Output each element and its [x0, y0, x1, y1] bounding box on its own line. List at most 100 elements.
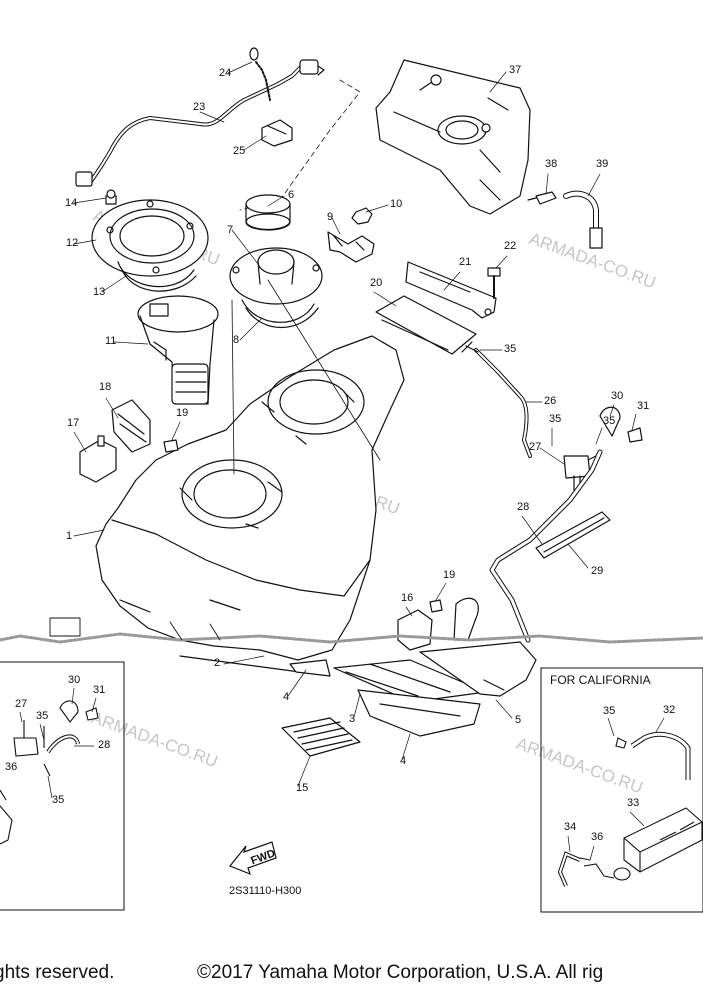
callout-15: 15 [296, 782, 308, 794]
callout-6: 6 [288, 189, 294, 201]
clamp-lower [453, 597, 479, 641]
callout-31: 31 [637, 400, 649, 412]
callout-1: 1 [66, 530, 72, 542]
breather-hose-26 [474, 348, 532, 458]
callout-11: 11 [105, 335, 116, 347]
clamp-35-top [461, 341, 479, 353]
hose-39 [563, 190, 603, 249]
callout-28: 28 [98, 739, 110, 751]
inset-title: FOR CALIFORNIA [550, 673, 651, 687]
fwd-arrow-icon: FWD [229, 841, 277, 876]
callout-19: 19 [176, 407, 188, 419]
callout-27: 27 [15, 698, 27, 710]
bolt-19-bottom [429, 599, 443, 613]
damper-16 [397, 609, 433, 651]
callout-17: 17 [67, 417, 79, 429]
callout-26: 26 [544, 395, 556, 407]
callout-23: 23 [193, 101, 205, 113]
callout-22: 22 [504, 240, 516, 252]
callout-12: 12 [66, 237, 78, 249]
callout-25: 25 [233, 145, 245, 157]
callout-13: 13 [93, 286, 105, 298]
callout-37: 37 [509, 64, 521, 76]
canister-33 [613, 807, 703, 881]
panel-4-lower [357, 689, 481, 737]
connector-38 [527, 191, 557, 205]
tank-sections [49, 617, 221, 641]
callout-36: 36 [591, 831, 603, 843]
gasket-8 [241, 299, 319, 328]
callout-31: 31 [93, 684, 105, 696]
filter-15 [281, 717, 361, 757]
filler-neck-7 [229, 247, 323, 305]
callout-8: 8 [233, 334, 239, 346]
callout-35: 35 [36, 710, 48, 722]
callout-35: 35 [603, 705, 615, 717]
clip-30 [599, 406, 621, 437]
left-inset [0, 661, 125, 911]
callout-20: 20 [370, 277, 382, 289]
footer-copyright: ©2017 Yamaha Motor Corporation, U.S.A. A… [197, 962, 604, 983]
nut-10 [351, 207, 373, 225]
callout-7: 7 [227, 224, 233, 236]
callout-4: 4 [283, 691, 289, 703]
callout-27: 27 [529, 441, 541, 453]
callout-28: 28 [517, 501, 529, 513]
callout-35: 35 [549, 413, 561, 425]
callout-30: 30 [68, 674, 80, 686]
pump-flange-12 [91, 199, 209, 277]
bolt-22 [487, 267, 501, 299]
footer-rights: ghts reserved. [0, 962, 115, 983]
bracket-9 [327, 231, 375, 263]
footer: ghts reserved. ©2017 Yamaha Motor Corpor… [0, 962, 703, 986]
tank-cap-6 [245, 194, 291, 231]
callout-18: 18 [99, 381, 111, 393]
callout-4: 4 [400, 755, 406, 767]
protector-29 [535, 511, 611, 559]
neck-guide-line [267, 279, 381, 461]
leader-lines [73, 61, 637, 787]
california-inset [540, 667, 703, 913]
torn-edge [0, 632, 703, 644]
cover-20 [375, 295, 477, 355]
panel-4-upper [289, 659, 331, 677]
gasket-13 [117, 261, 197, 292]
callout-32: 32 [663, 704, 675, 716]
screw-31 [627, 427, 643, 443]
callout-14: 14 [65, 197, 77, 209]
clip-chain-24 [249, 47, 271, 101]
callout-33: 33 [627, 797, 639, 809]
pump-guide-line [231, 299, 235, 475]
callout-24: 24 [219, 67, 231, 79]
callout-19: 19 [443, 569, 455, 581]
callout-9: 9 [327, 211, 333, 223]
bracket-21 [405, 261, 497, 319]
bolt-14 [105, 189, 117, 205]
hose-34 [557, 851, 581, 887]
callout-21: 21 [459, 256, 471, 268]
callout-35: 35 [52, 794, 64, 806]
callout-36: 36 [5, 761, 17, 773]
callout-35: 35 [504, 343, 516, 355]
region-divider [239, 79, 361, 211]
panel-5 [419, 641, 537, 697]
sensor-18 [111, 399, 151, 453]
fuel-pump-11 [137, 295, 219, 405]
damper-17 [79, 435, 117, 483]
cover-37 [375, 59, 531, 215]
bolt-19-top [163, 439, 179, 453]
drain-hose-28 [489, 449, 603, 643]
callout-34: 34 [564, 821, 576, 833]
callout-3: 3 [349, 713, 355, 725]
callout-16: 16 [401, 592, 413, 604]
callout-30: 30 [611, 390, 623, 402]
fuel-tank-1 [95, 335, 405, 661]
callout-39: 39 [596, 158, 608, 170]
callout-10: 10 [390, 198, 402, 210]
callout-29: 29 [591, 565, 603, 577]
holder-25 [261, 119, 293, 147]
callout-5: 5 [515, 714, 521, 726]
fuel-hose-23 [75, 59, 325, 187]
callout-35: 35 [603, 415, 615, 427]
